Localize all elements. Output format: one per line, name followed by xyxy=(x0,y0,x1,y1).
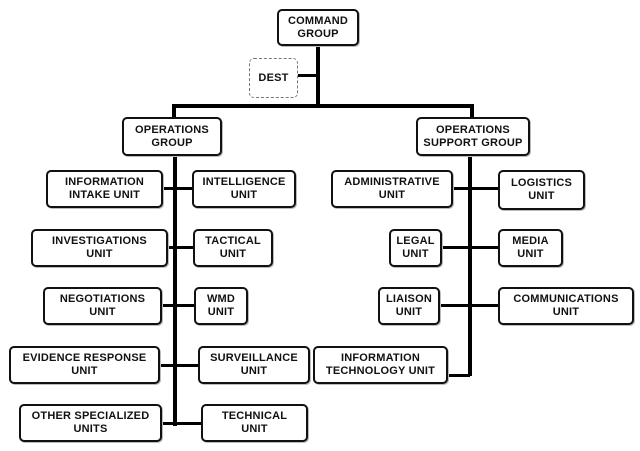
node-communications-unit: COMMUNICATIONS UNIT xyxy=(498,287,634,325)
node-intelligence-unit-label: INTELLIGENCE UNIT xyxy=(202,176,286,201)
node-intelligence-unit: INTELLIGENCE UNIT xyxy=(192,170,296,208)
connector-support-spine xyxy=(468,154,472,376)
node-administrative-unit-label: ADMINISTRATIVE UNIT xyxy=(344,176,440,201)
node-information-technology-unit: INFORMATION TECHNOLOGY UNIT xyxy=(313,346,448,384)
node-operations-group-label: OPERATIONS GROUP xyxy=(135,123,209,149)
node-other-specialized-units-label: OTHER SPECIALIZED UNITS xyxy=(31,410,150,435)
node-tactical-unit: TACTICAL UNIT xyxy=(193,229,273,267)
node-operations-support-group: OPERATIONS SUPPORT GROUP xyxy=(416,117,530,156)
node-administrative-unit: ADMINISTRATIVE UNIT xyxy=(331,170,453,208)
connector-liaison xyxy=(438,304,470,307)
connector-other xyxy=(160,422,175,425)
node-other-specialized-units: OTHER SPECIALIZED UNITS xyxy=(19,404,162,442)
node-operations-group: OPERATIONS GROUP xyxy=(122,117,222,156)
connector-ops-spine xyxy=(173,154,177,426)
connector-logistics xyxy=(470,187,500,190)
node-liaison-unit-label: LIAISON UNIT xyxy=(385,293,432,318)
node-dest: DEST xyxy=(249,58,298,98)
node-investigations-unit-label: INVESTIGATIONS UNIT xyxy=(52,235,147,260)
node-investigations-unit: INVESTIGATIONS UNIT xyxy=(31,229,168,267)
node-negotiations-unit: NEGOTIATIONS UNIT xyxy=(43,287,162,325)
node-legal-unit: LEGAL UNIT xyxy=(389,229,442,267)
node-logistics-unit-label: LOGISTICS UNIT xyxy=(510,177,573,202)
node-information-technology-unit-label: INFORMATION TECHNOLOGY UNIT xyxy=(325,352,436,377)
connector-dest-branch xyxy=(296,74,318,77)
node-evidence-response-unit-label: EVIDENCE RESPONSE UNIT xyxy=(22,352,147,377)
connector-top-horizontal xyxy=(172,104,474,108)
connector-administrative xyxy=(451,187,470,190)
node-media-unit: MEDIA UNIT xyxy=(498,229,563,267)
node-technical-unit: TECHNICAL UNIT xyxy=(201,404,308,442)
connector-wmd xyxy=(175,304,196,307)
connector-evidence xyxy=(158,364,175,367)
connector-tactical xyxy=(175,246,195,249)
connector-media xyxy=(470,246,500,249)
node-command-group-label: COMMAND GROUP xyxy=(287,14,349,40)
node-dest-label: DEST xyxy=(258,71,289,84)
connector-investigations xyxy=(166,246,175,249)
connector-support-drop xyxy=(470,104,474,120)
connector-surveillance xyxy=(175,364,200,367)
node-operations-support-group-label: OPERATIONS SUPPORT GROUP xyxy=(423,123,523,149)
node-surveillance-unit-label: SURVEILLANCE UNIT xyxy=(210,352,298,377)
node-wmd-unit: WMD UNIT xyxy=(194,287,248,325)
node-wmd-unit-label: WMD UNIT xyxy=(206,293,236,318)
node-legal-unit-label: LEGAL UNIT xyxy=(396,235,435,260)
node-information-intake-unit-label: INFORMATION INTAKE UNIT xyxy=(65,176,144,201)
connector-command-trunk xyxy=(316,44,320,106)
node-tactical-unit-label: TACTICAL UNIT xyxy=(205,235,261,260)
node-communications-unit-label: COMMUNICATIONS UNIT xyxy=(513,293,619,318)
node-negotiations-unit-label: NEGOTIATIONS UNIT xyxy=(59,293,146,318)
connector-communications xyxy=(470,304,500,307)
node-liaison-unit: LIAISON UNIT xyxy=(378,287,440,325)
connector-negotiations xyxy=(160,304,175,307)
node-command-group: COMMAND GROUP xyxy=(277,9,359,46)
node-information-intake-unit: INFORMATION INTAKE UNIT xyxy=(46,170,163,208)
connector-ops-drop xyxy=(172,104,176,120)
connector-it xyxy=(446,374,470,377)
connector-legal xyxy=(440,246,470,249)
node-evidence-response-unit: EVIDENCE RESPONSE UNIT xyxy=(9,346,160,384)
node-media-unit-label: MEDIA UNIT xyxy=(512,235,549,260)
connector-intelligence xyxy=(175,187,194,190)
connector-technical xyxy=(175,422,203,425)
node-technical-unit-label: TECHNICAL UNIT xyxy=(221,410,288,435)
connector-info-intake xyxy=(161,187,175,190)
node-logistics-unit: LOGISTICS UNIT xyxy=(498,170,585,210)
node-surveillance-unit: SURVEILLANCE UNIT xyxy=(198,346,310,384)
